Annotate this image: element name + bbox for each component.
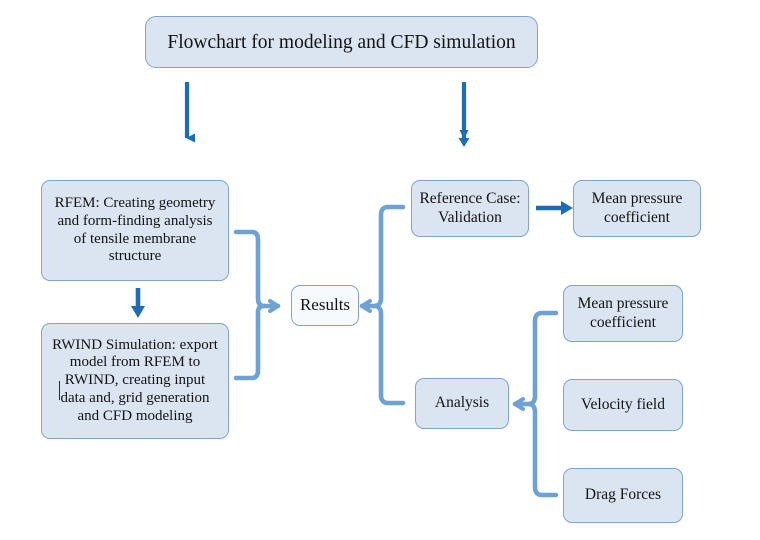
node-rfem-label: RFEM: Creating geometry and form-finding… [54, 195, 216, 265]
node-rwind: RWIND Simulation: export model from RFEM… [41, 323, 229, 439]
node-reference-case-label: Reference Case: Validation [419, 190, 521, 226]
node-mean-pressure-validation-label: Mean pressure coefficient [591, 190, 683, 226]
connector-analysis-brace-split [512, 310, 559, 498]
node-analysis: Analysis [415, 378, 509, 429]
node-drag-forces: Drag Forces [563, 468, 683, 523]
connector-reference-to-mean-pressure [536, 201, 573, 215]
connector-results-brace-split [359, 204, 406, 406]
connector-left-brace-to-results [233, 229, 281, 381]
node-reference-case: Reference Case: Validation [411, 180, 529, 237]
connector-title-to-reference [458, 82, 470, 147]
node-rwind-label: RWIND Simulation: export model from RFEM… [52, 336, 218, 424]
node-mean-pressure-validation: Mean pressure coefficient [573, 180, 701, 237]
node-title-box: Flowchart for modeling and CFD simulatio… [145, 16, 538, 68]
connector-rfem-to-rwind [131, 288, 145, 318]
node-mean-pressure-analysis: Mean pressure coefficient [563, 285, 683, 342]
node-rfem: RFEM: Creating geometry and form-finding… [41, 180, 229, 281]
stray-mark [59, 381, 60, 400]
node-title-label: Flowchart for modeling and CFD simulatio… [167, 31, 516, 53]
node-velocity-field: Velocity field [563, 379, 683, 431]
node-results-label: Results [299, 295, 351, 315]
node-velocity-field-label: Velocity field [581, 395, 665, 413]
node-mean-pressure-analysis-label: Mean pressure coefficient [577, 295, 669, 331]
node-results: Results [291, 285, 359, 326]
node-analysis-label: Analysis [434, 394, 490, 412]
node-drag-forces-label: Drag Forces [584, 486, 662, 504]
